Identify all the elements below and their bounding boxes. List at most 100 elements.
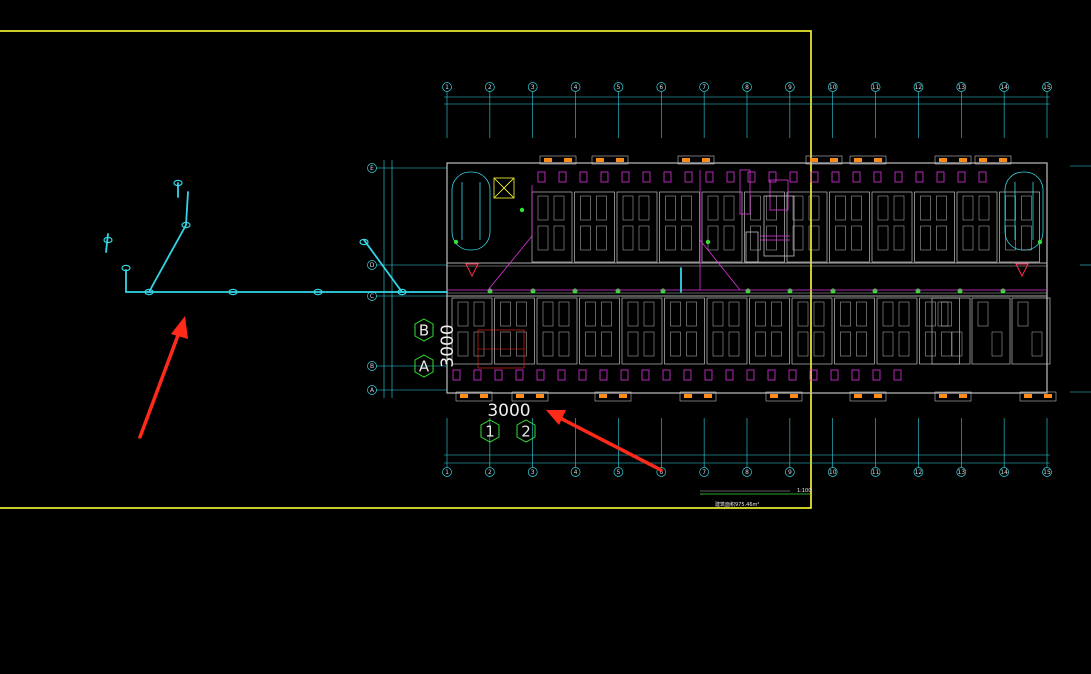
balcony-bottom	[455, 391, 493, 402]
room-unit-bottom	[971, 297, 1011, 365]
fixture	[642, 171, 651, 183]
room-unit-bottom	[706, 297, 748, 365]
grid-bubble-label: 15	[1043, 84, 1051, 91]
stair-right	[1004, 171, 1044, 251]
valve-icon	[173, 179, 183, 187]
fixture	[557, 369, 566, 381]
valve-icon	[397, 288, 407, 296]
grid-bubble-label: 10	[829, 84, 837, 91]
title-scale: 1:100	[797, 488, 811, 494]
pipe-marker	[660, 288, 666, 294]
pipe-marker	[872, 288, 878, 294]
left-dimension-lines	[383, 160, 393, 398]
building-plan[interactable]	[446, 155, 1057, 402]
valve-icon	[144, 288, 154, 296]
balcony-bottom	[679, 391, 717, 402]
grid-bubble-label: 15	[1043, 469, 1051, 476]
room-unit-top	[999, 191, 1040, 263]
grid-bubble-label: C	[370, 293, 374, 300]
fixture	[578, 369, 587, 381]
valve-icon	[313, 288, 323, 296]
pipe-marker	[957, 288, 963, 294]
fixture	[894, 171, 903, 183]
grid-bubble-label: 10	[829, 469, 837, 476]
grid-bubble-label: 6	[659, 469, 663, 476]
room-unit-bottom	[791, 297, 833, 365]
grid-bubble-A: A	[367, 385, 447, 395]
grid-bubble-4: 4	[570, 82, 581, 92]
water-pipe-network[interactable]	[105, 182, 682, 293]
fixture	[663, 171, 672, 183]
balcony-top	[849, 155, 887, 165]
grid-bubble-1: 1	[442, 467, 452, 477]
fixture	[558, 171, 567, 183]
grid-bubble-label: 2	[488, 84, 492, 91]
room-unit-bottom	[876, 297, 918, 365]
room-unit-top	[744, 191, 785, 263]
grid-bubble-1-large[interactable]: 1	[480, 419, 500, 443]
room-unit-bottom	[536, 297, 578, 365]
fixture	[978, 171, 987, 183]
pipe-marker	[745, 288, 751, 294]
room-unit-bottom	[834, 297, 875, 365]
grid-bubble-3: 3	[527, 82, 538, 92]
valve-icon	[359, 238, 369, 246]
fixture	[747, 171, 756, 183]
room-unit-top	[829, 191, 870, 263]
room-unit-top	[659, 191, 700, 263]
fixture	[473, 369, 482, 381]
room-unit-bottom	[579, 297, 620, 365]
fixture	[641, 369, 650, 381]
fixture	[768, 171, 777, 183]
grid-bubble-label: 5	[617, 469, 621, 476]
elevator-shaft	[493, 177, 515, 199]
grid-bubble-13: 13	[956, 467, 967, 477]
grid-bubble-13: 13	[956, 82, 967, 92]
overlay-dimension-box	[477, 329, 525, 369]
grid-bubble-5: 5	[613, 82, 624, 92]
balcony-top	[974, 155, 1012, 165]
grid-bubble-label: D	[370, 262, 375, 269]
grid-bubble-2-large[interactable]: 2	[516, 419, 536, 443]
grid-bubble-2: 2	[485, 82, 495, 92]
grid-bubble-label: 1	[445, 84, 449, 91]
pipe-valves	[103, 179, 407, 296]
room-unit-top	[531, 191, 573, 263]
pipe-marker	[830, 288, 836, 294]
service-core-walls	[745, 195, 795, 263]
room-unit-bottom	[494, 297, 535, 365]
grid-bubble-3: 3	[527, 467, 538, 477]
fixture	[915, 171, 924, 183]
valve-icon	[228, 288, 238, 296]
balcony-top	[934, 155, 972, 165]
grid-bubble-11: 11	[870, 82, 881, 92]
valve-icon	[181, 221, 191, 229]
fixture	[810, 171, 819, 183]
grid-bubble-1: 1	[442, 82, 452, 92]
grid-bubble-a-large[interactable]: A	[414, 354, 434, 378]
grid-bubble-label: 12	[915, 84, 923, 91]
annotation-arrow-right	[546, 410, 663, 472]
grid-bubble-10: 10	[827, 467, 838, 477]
grid-bubble-15: 15	[1042, 82, 1052, 92]
balcony-top	[539, 155, 577, 165]
fixture	[705, 171, 714, 183]
pipe-marker	[519, 207, 525, 213]
fixture	[789, 171, 798, 183]
fixture-red	[465, 263, 479, 278]
grid-bubble-7: 7	[699, 82, 709, 92]
fixture	[851, 369, 860, 381]
fixture	[684, 171, 693, 183]
magenta-pipe-runs	[447, 170, 1047, 291]
grid-bubble-b-large[interactable]: B	[414, 318, 434, 342]
fixture	[852, 171, 861, 183]
grid-bubble-label: 5	[617, 84, 621, 91]
top-dimension-lines	[444, 92, 1050, 138]
fixture	[746, 369, 755, 381]
valve-icon	[103, 236, 113, 244]
fixture	[494, 369, 503, 381]
grid-bubble-9: 9	[785, 82, 795, 92]
